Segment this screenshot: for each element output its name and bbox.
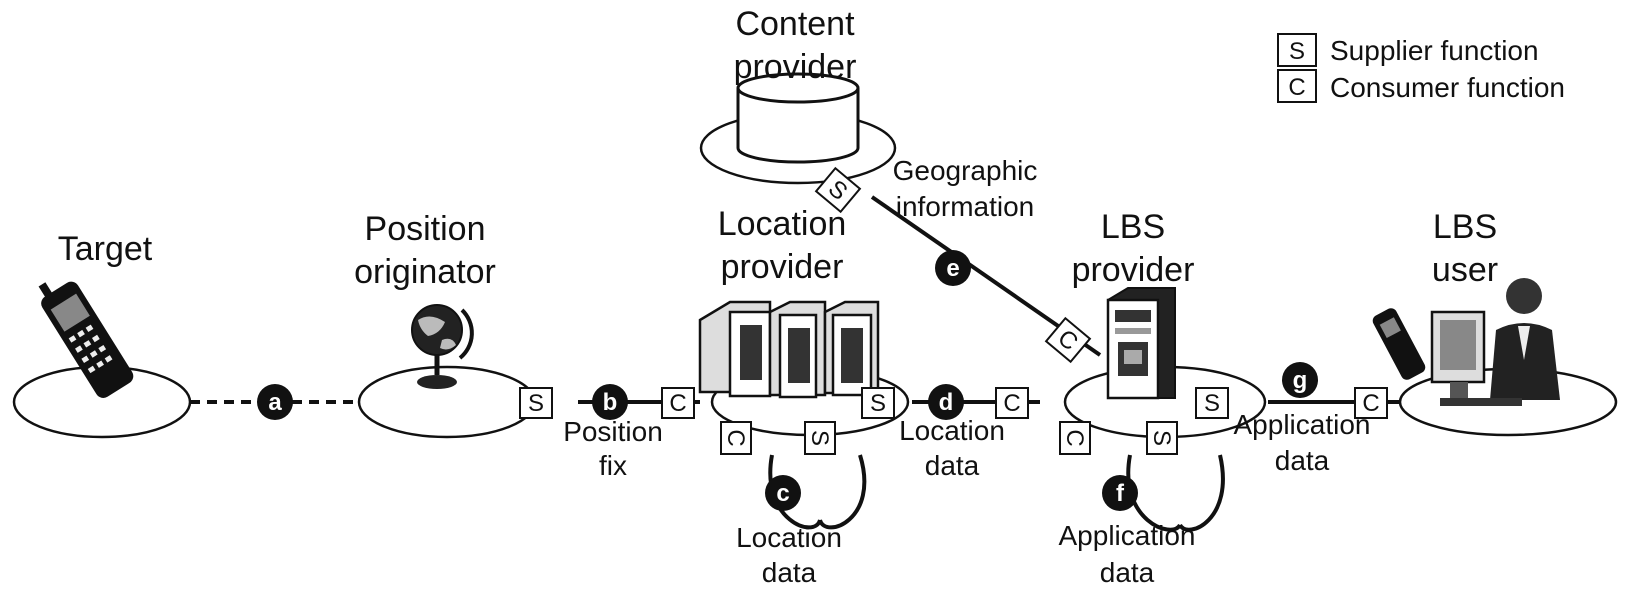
entity-labels: Target Position originator Content provi… — [58, 5, 1498, 291]
originator-supplier-port: S — [528, 390, 544, 417]
link-c-node — [765, 475, 801, 511]
lbs-provider-title-line2: provider — [1072, 251, 1195, 289]
lbs-user-title-line1: LBS — [1433, 208, 1497, 246]
legend-supplier-box — [1277, 33, 1317, 67]
lbs-user-consumer-port: C — [1362, 390, 1379, 417]
flow-f-line2: data — [1100, 557, 1155, 588]
location-supplier-port-c: S — [806, 430, 833, 446]
flow-c-line1: Location — [736, 522, 842, 553]
legend-consumer-symbol: C — [1288, 74, 1305, 101]
link-c-label: c — [776, 480, 789, 507]
link-c-loop — [768, 454, 867, 530]
position-originator-title-line2: originator — [354, 253, 496, 291]
flow-b-line2: fix — [599, 450, 627, 481]
link-a-label: a — [268, 389, 282, 416]
lbs-provider-supplier-port-f: S — [1148, 430, 1175, 446]
legend-consumer-box — [1277, 69, 1317, 103]
flow-d-line2: data — [925, 450, 980, 481]
database-icon — [736, 72, 860, 164]
flow-g-line1: Application — [1234, 409, 1371, 440]
server-rack-icon — [698, 300, 880, 399]
platforms — [12, 111, 1618, 439]
location-provider-title-line2: provider — [721, 248, 844, 286]
legend-consumer-label: Consumer function — [1330, 72, 1565, 103]
target-title: Target — [58, 230, 153, 268]
link-d-label: d — [939, 389, 954, 416]
flow-d-line1: Location — [899, 415, 1005, 446]
desktop-user-icon — [1372, 278, 1560, 406]
link-e-label: e — [946, 255, 959, 282]
legend: S Supplier function C Consumer function — [1277, 33, 1565, 103]
location-supplier-port-d: S — [870, 390, 886, 417]
flow-g-line2: data — [1275, 445, 1330, 476]
lbs-provider-title-line1: LBS — [1101, 208, 1165, 246]
lbs-provider-consumer-port-f: C — [1061, 429, 1088, 446]
link-g-node — [1282, 362, 1318, 398]
lbs-provider-consumer-port-d: C — [1003, 390, 1020, 417]
legend-supplier-symbol: S — [1289, 38, 1305, 65]
location-consumer-port-b: C — [669, 390, 686, 417]
flow-e-line2: information — [896, 191, 1035, 222]
content-provider-title-line2: provider — [734, 48, 857, 86]
flow-labels: Position fix Location data Location data… — [563, 155, 1370, 588]
link-d-node — [928, 384, 964, 420]
link-f-loop — [1126, 454, 1225, 532]
flow-c-line2: data — [762, 557, 817, 588]
location-consumer-port-c: C — [722, 429, 749, 446]
flow-e-line1: Geographic — [893, 155, 1038, 186]
lbs-provider-supplier-port-g: S — [1204, 390, 1220, 417]
position-originator-title-line1: Position — [365, 210, 486, 248]
lbs-user-title-line2: user — [1432, 251, 1498, 289]
flow-f-line1: Application — [1059, 520, 1196, 551]
content-provider-title-line1: Content — [735, 5, 855, 43]
location-provider-title-line1: Location — [718, 205, 847, 243]
legend-supplier-label: Supplier function — [1330, 35, 1539, 66]
link-f-node — [1102, 475, 1138, 511]
link-b-label: b — [603, 389, 618, 416]
flow-b-line1: Position — [563, 416, 663, 447]
globe-icon — [411, 304, 474, 389]
link-f-label: f — [1116, 480, 1125, 507]
link-b-node — [592, 384, 628, 420]
tower-server-icon — [1106, 287, 1176, 400]
link-nodes: a b c d e f g — [257, 250, 1318, 511]
port-boxes: S C S C S C C S C S S — [519, 166, 1388, 455]
link-a-node — [257, 384, 293, 420]
link-e-node — [935, 250, 971, 286]
link-g-label: g — [1293, 367, 1308, 394]
mobile-phone-icon — [38, 281, 134, 398]
